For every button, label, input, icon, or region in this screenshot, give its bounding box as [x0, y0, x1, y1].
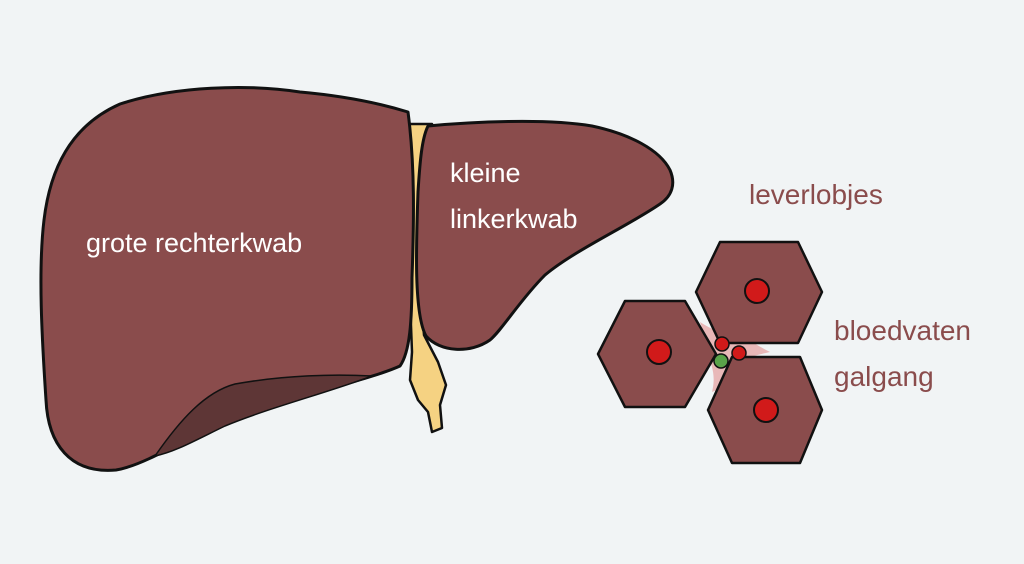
blood-vessel-1 [714, 336, 730, 352]
left-lobe [414, 119, 675, 351]
bile-duct [713, 353, 729, 369]
central-vein-top [744, 278, 770, 304]
right-lobe-shadow [154, 374, 373, 457]
central-vein-left [646, 339, 672, 365]
bile-duct-label: galgang [834, 361, 934, 392]
left-lobe-label-line2: linkerkwab [450, 204, 578, 234]
lobules-title: leverlobjes [749, 179, 883, 210]
central-vein-right [753, 397, 779, 423]
blood-vessels-label: bloedvaten [834, 315, 971, 346]
right-lobe-label: grote rechterkwab [86, 228, 302, 258]
left-lobe-label-line1: kleine [450, 158, 521, 188]
blood-vessel-2 [731, 345, 747, 361]
